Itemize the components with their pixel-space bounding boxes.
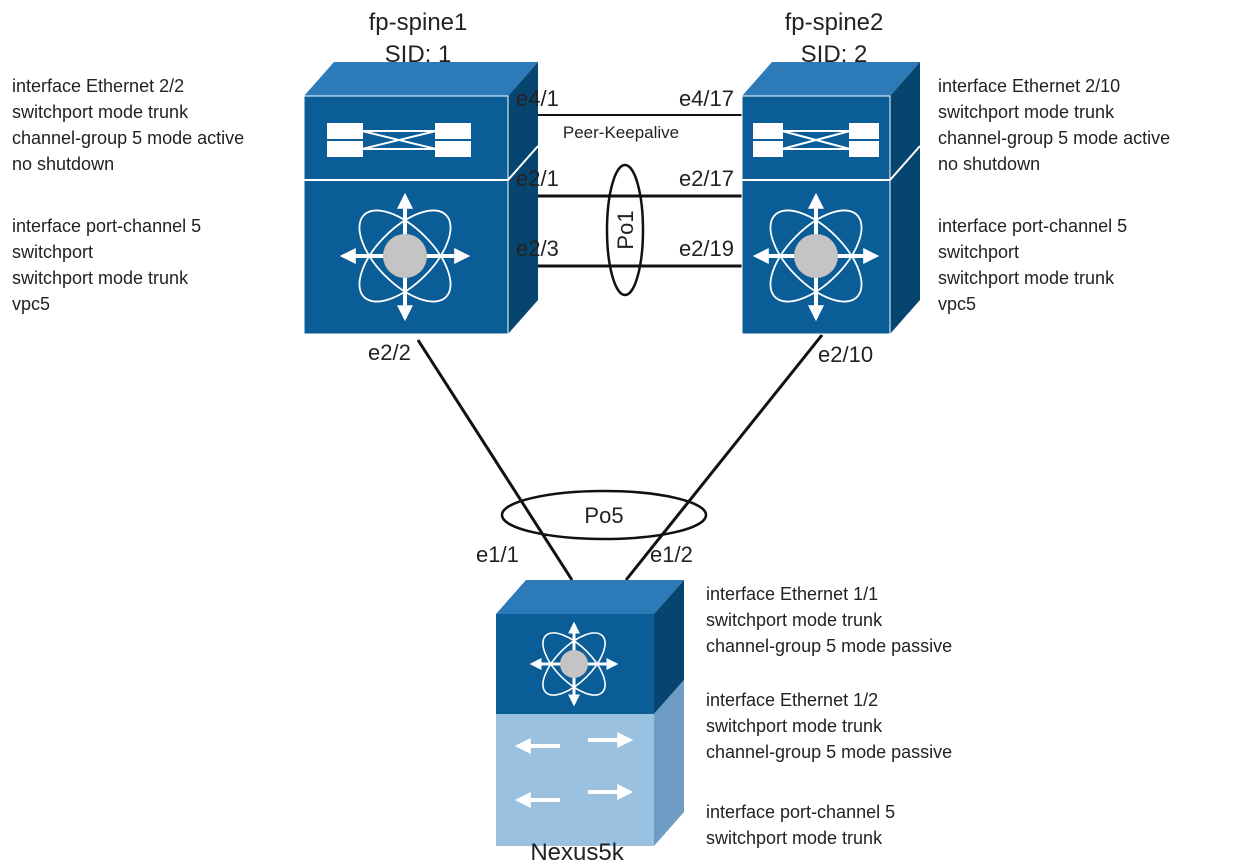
- spine1-config-pc: interface port-channel 5 switchport swit…: [12, 216, 201, 314]
- config-line: switchport mode trunk: [938, 102, 1115, 122]
- config-line: interface Ethernet 1/2: [706, 690, 878, 710]
- links: [416, 114, 824, 581]
- uplink-spine1: [416, 339, 574, 581]
- config-line: interface port-channel 5: [706, 802, 895, 822]
- spine2-config-pc: interface port-channel 5 switchport swit…: [938, 216, 1127, 314]
- config-line: interface Ethernet 2/10: [938, 76, 1120, 96]
- crossbar-icon: [753, 123, 879, 157]
- config-line: vpc5: [938, 294, 976, 314]
- port-label: e4/17: [679, 86, 734, 111]
- config-line: interface Ethernet 2/2: [12, 76, 184, 96]
- spine1-top-face: [304, 62, 538, 96]
- config-line: no shutdown: [12, 154, 114, 174]
- spine2-name: fp-spine2: [785, 9, 884, 36]
- port-label: e2/19: [679, 236, 734, 261]
- config-line: switchport mode trunk: [706, 828, 883, 848]
- config-line: no shutdown: [938, 154, 1040, 174]
- leaf-name: Nexus5k: [530, 839, 624, 866]
- config-line: channel-group 5 mode active: [12, 128, 244, 148]
- port-label: e2/3: [516, 236, 559, 261]
- config-line: switchport mode trunk: [12, 102, 189, 122]
- spine2-config-eth: interface Ethernet 2/10 switchport mode …: [938, 76, 1170, 174]
- leaf-lower-module: [496, 714, 654, 846]
- config-line: channel-group 5 mode active: [938, 128, 1170, 148]
- leaf-config-pc: interface port-channel 5 switchport mode…: [706, 802, 895, 848]
- spine2-side-face: [890, 62, 920, 334]
- spine2-switch: [741, 62, 921, 335]
- po5-label: Po5: [584, 503, 623, 528]
- port-label: e2/17: [679, 166, 734, 191]
- po5-ellipse: [500, 489, 708, 541]
- leaf-top-face: [496, 580, 684, 614]
- spine1-sid: SID: 1: [385, 41, 452, 68]
- leaf-side-face-lower: [654, 680, 684, 846]
- peer-keepalive-label: Peer-Keepalive: [563, 123, 679, 142]
- config-line: switchport: [12, 242, 93, 262]
- crossbar-icon: [327, 123, 471, 157]
- nexus5k-switch: [496, 580, 684, 846]
- spine1-name: fp-spine1: [369, 9, 468, 36]
- spine1-switch: [303, 62, 539, 335]
- po1-label: Po1: [613, 210, 638, 249]
- config-line: channel-group 5 mode passive: [706, 636, 952, 656]
- spine2-sid: SID: 2: [801, 41, 868, 68]
- port-label: e1/2: [650, 542, 693, 567]
- arrows-icon: [514, 732, 634, 808]
- port-label: e2/10: [818, 342, 873, 367]
- config-line: interface port-channel 5: [12, 216, 201, 236]
- port-label: e1/1: [476, 542, 519, 567]
- leaf-config-eth2: interface Ethernet 1/2 switchport mode t…: [706, 690, 952, 762]
- config-line: channel-group 5 mode passive: [706, 742, 952, 762]
- port-label: e2/1: [516, 166, 559, 191]
- fabric-hub-icon: [339, 192, 471, 322]
- config-line: switchport mode trunk: [706, 716, 883, 736]
- config-line: vpc5: [12, 294, 50, 314]
- leaf-side-face-upper: [654, 580, 684, 714]
- spine1-side-face: [508, 62, 538, 334]
- leaf-config-eth1: interface Ethernet 1/1 switchport mode t…: [706, 584, 952, 656]
- config-line: switchport mode trunk: [938, 268, 1115, 288]
- fabric-hub-icon: [752, 192, 880, 322]
- spine1-config-eth: interface Ethernet 2/2 switchport mode t…: [12, 76, 244, 174]
- config-line: interface port-channel 5: [938, 216, 1127, 236]
- spine2-top-face: [742, 62, 920, 96]
- config-line: switchport mode trunk: [706, 610, 883, 630]
- config-line: interface Ethernet 1/1: [706, 584, 878, 604]
- port-label: e4/1: [516, 86, 559, 111]
- config-line: switchport: [938, 242, 1019, 262]
- config-line: switchport mode trunk: [12, 268, 189, 288]
- fabric-hub-icon: [529, 621, 619, 707]
- uplink-spine2: [624, 334, 824, 581]
- po1-ellipse: [605, 163, 645, 297]
- port-label: e2/2: [368, 340, 411, 365]
